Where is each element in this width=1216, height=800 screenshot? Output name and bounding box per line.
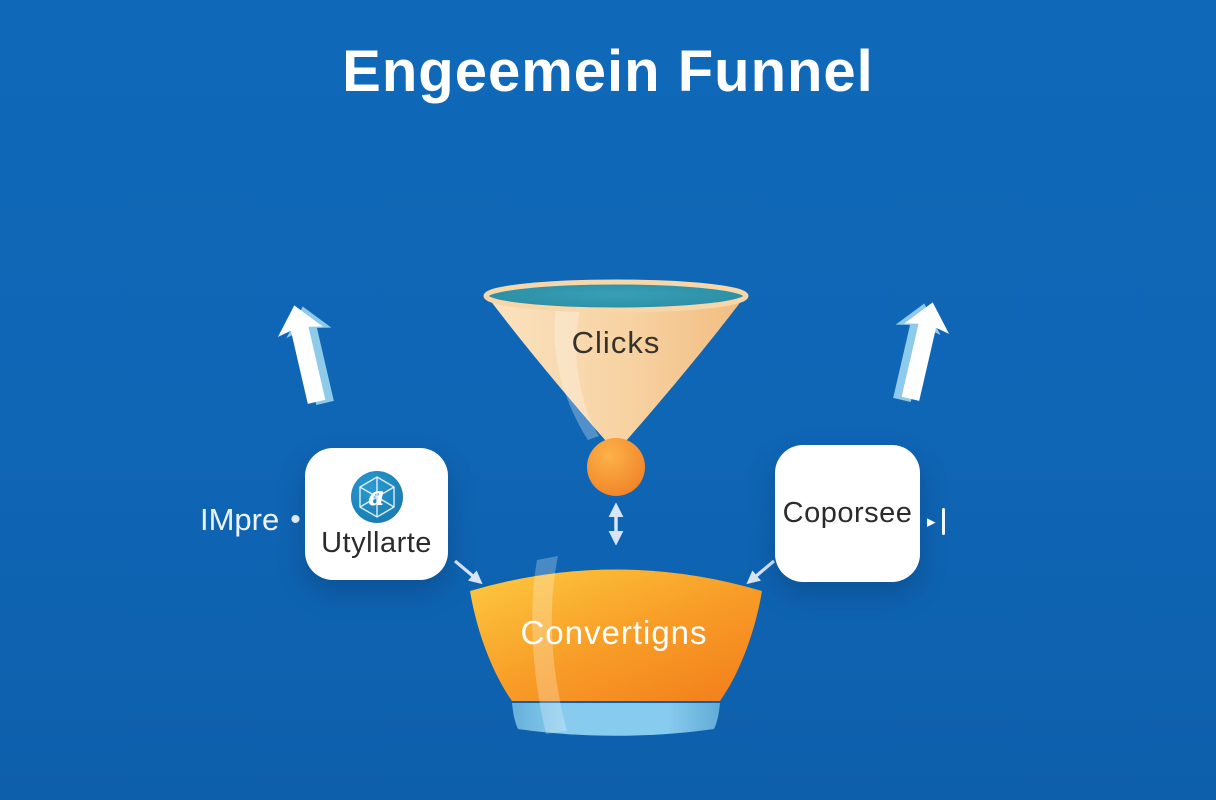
up-arrow-right	[893, 302, 950, 402]
a-orb-lines	[358, 475, 395, 518]
page-title: Engeemein Funnel	[342, 39, 874, 104]
bowl-label: Convertigns	[520, 614, 708, 651]
funnel-label: Clicks	[571, 325, 661, 360]
badge-letter: a	[368, 481, 385, 512]
bullet-icon: •	[290, 503, 301, 536]
funnel-cone	[487, 296, 745, 447]
left-caption: IMpre •	[200, 502, 301, 538]
a-orb-icon: a	[350, 470, 403, 523]
funnel-ball	[587, 438, 645, 496]
card-left-label: Utyllarte	[321, 526, 432, 559]
card-right: Coporsee	[775, 445, 920, 582]
connector-arrow-left	[453, 559, 483, 585]
play-triangle-icon: ▸	[927, 511, 936, 531]
play-bar-icon: ▸	[927, 506, 945, 536]
connector-arrow-right	[746, 559, 776, 585]
bar-icon	[941, 507, 945, 535]
bowl-highlight	[532, 556, 567, 734]
funnel-highlight	[554, 308, 599, 440]
left-caption-text: IMpre	[200, 502, 280, 537]
card-left: a Utyllarte	[305, 448, 448, 580]
bowl-shape	[470, 569, 762, 701]
card-right-label: Coporsee	[782, 497, 913, 529]
up-arrow-left	[277, 305, 334, 405]
funnel-mouth	[483, 279, 749, 313]
bowl-base	[512, 703, 720, 736]
